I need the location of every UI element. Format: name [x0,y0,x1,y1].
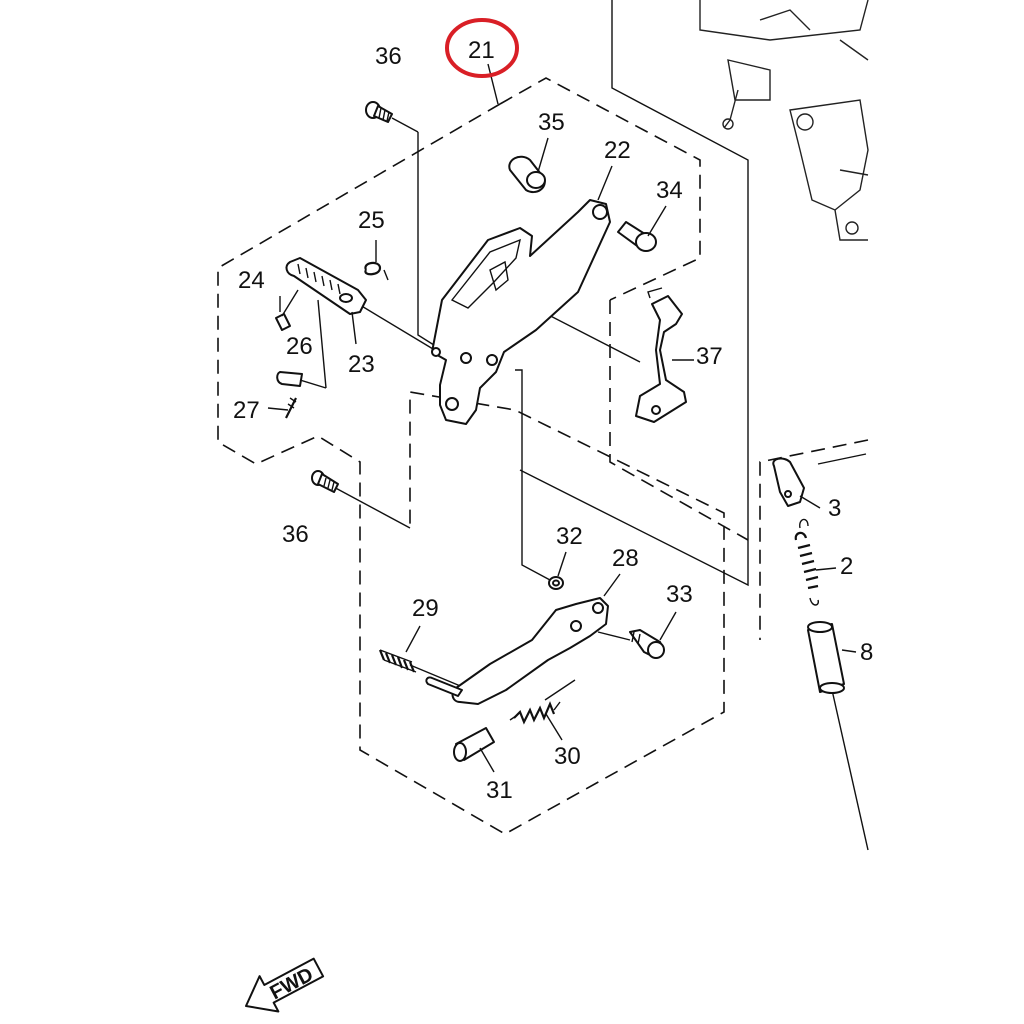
bolt-33 [629,629,665,659]
sleeve-8 [807,621,845,694]
callout-36-bottom: 36 [282,521,309,548]
spring-29 [378,649,417,673]
callout-28: 28 [612,545,639,572]
callout-26: 26 [286,333,313,360]
switch-bracket-37 [635,287,694,423]
callout-24: 24 [238,267,265,294]
callout-21: 21 [468,37,495,64]
spring-2 [794,518,820,606]
brake-lever-28 [425,597,609,705]
callout-35: 35 [538,109,565,136]
highlight-circle-21 [445,18,519,78]
bolt-36-bottom [311,470,339,493]
callout-27: 27 [233,397,260,424]
callout-36-top: 36 [375,43,402,70]
callout-33: 33 [666,581,693,608]
brake-pedal-bracket-21 [431,199,611,425]
callout-29: 29 [412,595,439,622]
pin-34 [617,221,657,252]
callout-23: 23 [348,351,375,378]
callout-2: 2 [840,553,853,580]
small-spring-25 [364,240,389,281]
pin-26 [276,299,327,389]
washer-32 [548,576,564,590]
bolt-24 [275,289,299,331]
main-frame-outline [519,0,749,587]
callout-34: 34 [656,177,683,204]
callout-32: 32 [556,523,583,550]
callout-30: 30 [554,743,581,770]
bushing-35 [508,155,546,194]
cotter-pin-27 [285,397,297,419]
bolt-36-top [365,101,393,123]
callout-8: 8 [860,639,873,666]
dashed-group-outlines [217,77,869,835]
spring-30 [509,701,561,725]
background-frame-fragment [699,0,869,241]
callout-31: 31 [486,777,513,804]
footrest-23 [285,257,367,315]
clamp-3 [772,457,805,507]
callout-22: 22 [604,137,631,164]
sleeve-31 [453,727,495,762]
callout-37: 37 [696,343,723,370]
forward-direction-badge: FWD [245,957,325,1013]
callout-25: 25 [358,207,385,234]
callout-3: 3 [828,495,841,522]
label-ticks [267,63,867,773]
callout-labels: 21 36 35 22 34 25 24 26 23 27 37 36 32 2… [233,37,873,804]
